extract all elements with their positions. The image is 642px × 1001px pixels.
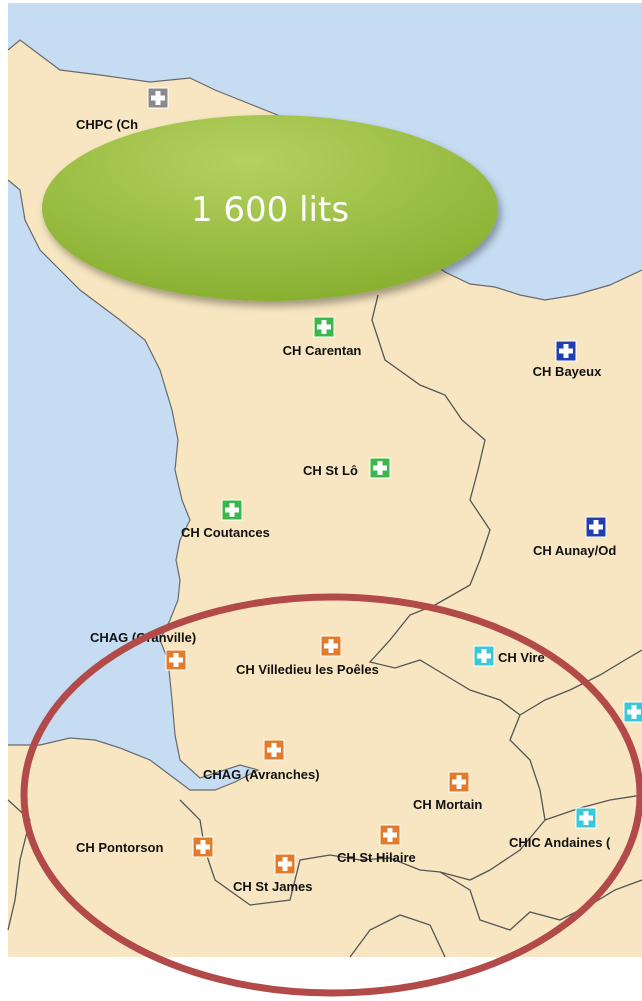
hospital-marker-carentan: CH Carentan [283,316,362,358]
hospital-marker-vire: CH Vire [473,645,545,667]
cross-orange-icon [165,649,187,671]
hospital-label: CHAG (Avranches) [203,767,320,782]
hospital-label: CH St Lô [303,463,358,478]
hospital-marker-coutances: CH Coutances [181,499,270,540]
cross-cyan-icon [575,807,597,829]
hospital-marker-villedieu: CH Villedieu les Poêles [236,635,379,677]
hospital-label: CH Villedieu les Poêles [236,662,379,677]
cross-orange-icon [320,635,342,657]
bubble-text: 1 600 lits [191,190,349,230]
cross-cyan-icon [473,645,495,667]
cross-orange-icon [379,824,401,846]
bubble-shape [42,115,498,301]
cross-orange-icon [263,739,285,761]
cross-blue-icon [585,516,607,538]
hospital-layer: CHPC (Ch CH Carentan CH Bayeux CH St Lô CH C… [76,87,642,894]
hospital-marker-pontorson: CH Pontorson [76,836,214,858]
hospital-marker-chpc: CHPC (Ch [76,87,169,132]
border-manche-south [179,799,642,931]
hospital-label: CH Coutances [181,525,270,540]
hospital-label: CH Pontorson [76,840,163,855]
hospital-marker-granville: CHAG (Granville) [90,630,196,671]
hospital-marker-bayeux: CH Bayeux [533,340,602,379]
hospital-label: CH St James [233,879,312,894]
cross-green-icon [369,457,391,479]
hospital-marker-stjames: CH St James [233,853,312,894]
hospital-label: CH Bayeux [533,364,602,379]
hospital-label: CH Mortain [413,797,482,812]
hospital-marker-stlo: CH St Lô [303,457,391,479]
border-bottom [349,914,446,958]
cross-green-icon [221,499,243,521]
hospital-marker-sthilaire: CH St Hilaire [337,824,416,865]
cross-gray-icon [147,87,169,109]
hospital-marker-aunay: CH Aunay/Od [533,516,616,558]
border-orne-east [544,794,642,821]
hospital-marker-avranches: CHAG (Avranches) [203,739,320,782]
cross-cyan-icon [623,701,642,723]
hospital-marker-andaines: CHIC Andaines ( [509,807,611,850]
hospital-label: CH Aunay/Od [533,543,616,558]
hospital-label: CHPC (Ch [76,117,138,132]
hospital-label: CHIC Andaines ( [509,835,611,850]
hospital-label: CH St Hilaire [337,850,416,865]
hospital-marker-mortain: CH Mortain [413,771,482,812]
capacity-bubble [42,115,498,301]
hospital-marker-east [623,701,642,723]
hospital-label: CH Carentan [283,343,362,358]
cross-orange-icon [448,771,470,793]
highlight-ellipse [20,593,642,997]
cross-orange-icon [192,836,214,858]
border-manche-calvados [368,294,521,716]
cross-blue-icon [555,340,577,362]
cross-orange-icon [274,853,296,875]
hospital-label: CH Vire [498,650,545,665]
cross-green-icon [313,316,335,338]
